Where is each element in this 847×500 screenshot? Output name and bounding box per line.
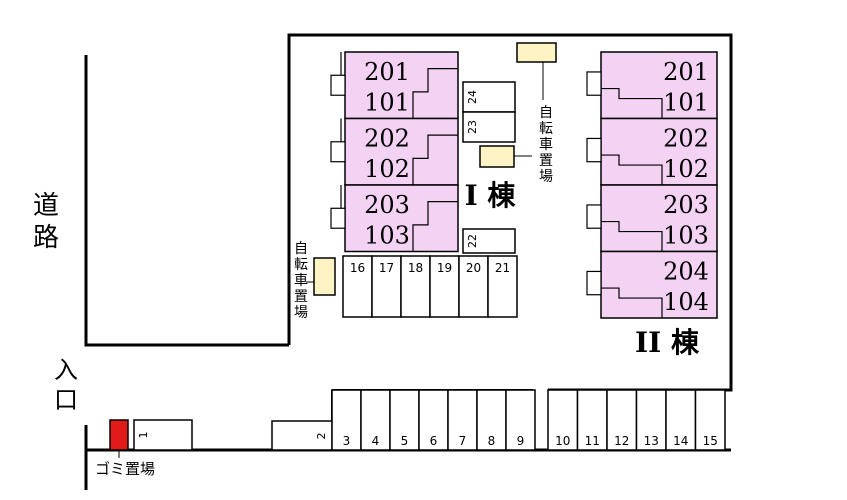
parking-slot-6 xyxy=(418,389,449,451)
garbage-label: ゴミ置場 xyxy=(95,460,155,478)
parking-slot-23 xyxy=(462,111,516,143)
parking-slot-15-label: 15 xyxy=(703,434,718,448)
parking-slot-6-label: 6 xyxy=(430,434,438,448)
unit-number-lower: 101 xyxy=(364,89,410,117)
bike-label-char: 自 xyxy=(294,241,308,257)
parking-slot-17-label: 17 xyxy=(379,261,394,275)
parking-slot-18 xyxy=(400,255,431,318)
parking-slot-9 xyxy=(505,389,536,451)
bike-label-char: 場 xyxy=(294,305,308,321)
parking-slot-11-label: 11 xyxy=(585,434,600,448)
unit-number-upper: 202 xyxy=(663,124,709,152)
bike-parking-top xyxy=(516,42,557,63)
parking-slot-17 xyxy=(371,255,402,318)
bike-label-char: 転 xyxy=(539,121,553,137)
garbage-area xyxy=(109,419,129,451)
building-1-name: I 棟 xyxy=(465,179,517,212)
parking-slot-13-label: 13 xyxy=(644,434,659,448)
entrance-label-char-2: 口 xyxy=(54,386,78,414)
parking-slot-1 xyxy=(133,419,193,451)
parking-slot-15 xyxy=(694,389,726,451)
parking-row-inner: 16 17 18 19 20 21 xyxy=(342,255,518,318)
parking-row-bottom-b: 10 11 12 13 14 15 xyxy=(547,389,726,451)
parking-slot-3-label: 3 xyxy=(343,434,351,448)
parking-slot-1-label: 1 xyxy=(137,432,150,439)
parking-slot-12 xyxy=(606,389,638,451)
parking-slot-21 xyxy=(487,255,518,318)
parking-slot-12-label: 12 xyxy=(614,434,629,448)
parking-slot-21-label: 21 xyxy=(495,261,510,275)
parking-slot-11 xyxy=(576,389,608,451)
parking-slot-2-label: 2 xyxy=(315,433,328,440)
parking-slot-5-label: 5 xyxy=(401,434,409,448)
parking-slot-8 xyxy=(476,389,507,451)
bike-label-char: 車 xyxy=(294,272,308,289)
bike-label-char: 自 xyxy=(539,105,553,121)
parking-slot-7-label: 7 xyxy=(459,434,467,448)
road-edge xyxy=(84,55,289,347)
parking-slot-9-label: 9 xyxy=(517,434,525,448)
parking-slot-24-label: 24 xyxy=(466,90,479,104)
unit-number-lower: 104 xyxy=(663,288,709,316)
parking-slot-10 xyxy=(547,389,579,451)
unit-number-upper: 201 xyxy=(364,58,410,86)
parking-slot-8-label: 8 xyxy=(488,434,496,448)
unit-number-lower: 101 xyxy=(663,89,709,117)
unit-number-upper: 203 xyxy=(364,191,410,219)
parking-slot-10-label: 10 xyxy=(555,434,570,448)
bike-label-char: 置 xyxy=(294,289,308,305)
unit-number-lower: 102 xyxy=(364,155,410,183)
parking-slot-4-label: 4 xyxy=(372,434,380,448)
parking-slot-24 xyxy=(462,81,516,113)
unit-number-upper: 201 xyxy=(663,58,709,86)
parking-slot-4 xyxy=(360,389,391,451)
bike-label-char: 車 xyxy=(539,136,553,153)
unit-number-upper: 202 xyxy=(364,124,410,152)
unit-number-lower: 102 xyxy=(663,155,709,183)
unit-number-upper: 203 xyxy=(663,191,709,219)
bike-label-char: 置 xyxy=(539,153,553,169)
parking-slot-19-label: 19 xyxy=(437,261,452,275)
parking-slot-16-label: 16 xyxy=(350,261,365,275)
unit-number-lower: 103 xyxy=(364,222,410,250)
parking-row-bottom-a: 3 4 5 6 7 8 9 xyxy=(331,389,536,451)
parking-slot-14 xyxy=(665,389,697,451)
parking-slot-14-label: 14 xyxy=(673,434,688,448)
bike-parking-middle xyxy=(479,145,515,168)
bike-label-char: 場 xyxy=(539,169,553,185)
parking-slot-13 xyxy=(635,389,667,451)
parking-slot-22 xyxy=(462,228,516,254)
unit-number-upper: 204 xyxy=(663,257,709,285)
building-2-name: II 棟 xyxy=(635,326,700,359)
road-label-char-1: 道 xyxy=(33,191,59,221)
parking-slot-20-label: 20 xyxy=(466,261,481,275)
parking-slot-5 xyxy=(389,389,420,451)
bike-parking-left xyxy=(313,257,336,296)
road-label-char-2: 路 xyxy=(33,223,59,253)
parking-slot-22-label: 22 xyxy=(466,234,479,248)
parking-slot-18-label: 18 xyxy=(408,261,423,275)
entrance-label-char-1: 入 xyxy=(54,356,78,384)
unit-number-lower: 103 xyxy=(663,222,709,250)
parking-slot-23-label: 23 xyxy=(466,120,479,134)
bike-label-char: 転 xyxy=(294,257,308,273)
parking-slot-7 xyxy=(447,389,478,451)
